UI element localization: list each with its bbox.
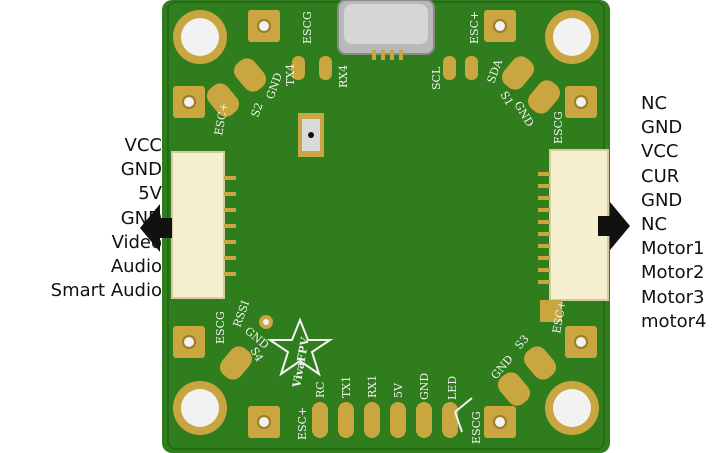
- silk-scl: SCL: [430, 66, 443, 90]
- vivafpv-star-logo: [266, 317, 334, 377]
- solder-pad: [527, 80, 561, 114]
- solder-pad: [312, 402, 328, 438]
- solder-pad: [338, 402, 354, 438]
- solder-pad: [364, 402, 380, 438]
- solder-pad: [390, 402, 406, 438]
- solder-pad: [443, 56, 456, 80]
- right-pin-label: VCC: [641, 141, 679, 163]
- esc-pad: [484, 10, 516, 42]
- right-pin-label: NC: [641, 93, 668, 114]
- rssi-pad: [259, 315, 273, 329]
- silk-esc-plus-right: ESC+: [550, 300, 569, 335]
- right-pin-label: GND: [641, 117, 683, 139]
- solder-pad: [219, 346, 253, 380]
- esc-pad: [173, 326, 205, 358]
- right-pin-label: GND: [641, 189, 683, 211]
- silk-rc: RC: [314, 381, 327, 398]
- silk-marks: [454, 397, 473, 433]
- silk-escg-bottom: ESCG: [470, 411, 483, 444]
- esc-pad: [248, 10, 280, 42]
- mounting-hole: [173, 10, 227, 64]
- mounting-hole: [173, 381, 227, 435]
- left-connector-pin-labels: VCC GND 5V GND Video Audio Smart Audio: [51, 134, 162, 303]
- solder-pad: [292, 56, 305, 80]
- smd-component: [298, 113, 324, 157]
- silk-s4: S4: [247, 345, 266, 364]
- silk-escg-right: ESCG: [552, 111, 565, 144]
- solder-pad: [442, 402, 458, 438]
- esc-pad: [173, 86, 205, 118]
- silk-tx4: TX4: [284, 64, 297, 86]
- left-pin-label: 5V: [138, 183, 162, 205]
- esc-pad: [248, 406, 280, 438]
- mounting-hole: [545, 10, 599, 64]
- right-pin-label: Motor1: [641, 238, 705, 260]
- right-pin-label: Motor3: [641, 286, 705, 308]
- right-pin-label: NC: [641, 214, 668, 236]
- silk-esc-plus-bottom: ESC+: [296, 407, 309, 440]
- solder-pad: [465, 56, 478, 80]
- right-pin-label: CUR: [641, 165, 680, 187]
- left-pin-label: Audio: [110, 256, 162, 278]
- silk-esc-plus-top: ESC+: [468, 11, 481, 44]
- esc-pad: [565, 326, 597, 358]
- solder-pad: [497, 372, 531, 406]
- silk-s2: S2: [249, 101, 266, 119]
- left-pin-label: GND: [120, 159, 162, 181]
- silk-esc-plus-left: ESC+: [212, 102, 231, 137]
- esc-pad: [565, 86, 597, 118]
- silk-tx1: TX1: [340, 376, 353, 398]
- solder-pad: [233, 58, 267, 92]
- silk-escg-top: ESCG: [301, 11, 314, 44]
- left-arrow-icon: [140, 204, 172, 252]
- silk-s1: S1: [497, 89, 516, 108]
- right-pin-label: motor4: [641, 310, 707, 332]
- left-pin-label: Smart Audio: [50, 280, 162, 302]
- solder-pad: [206, 83, 240, 117]
- solder-pad: [416, 402, 432, 438]
- silk-gnd-bottom: GND: [418, 373, 431, 400]
- silk-rx4: RX4: [337, 65, 350, 88]
- silk-rx1: RX1: [366, 375, 379, 398]
- left-pin-label: VCC: [124, 135, 162, 156]
- esc-pad: [484, 406, 516, 438]
- right-pin-label: Motor2: [641, 262, 705, 284]
- silk-led: LED: [446, 376, 459, 400]
- usb-connector: [337, 0, 435, 60]
- right-arrow-icon: [598, 202, 630, 250]
- mounting-hole: [545, 381, 599, 435]
- silk-escg-left-bottom: ESCG: [214, 311, 227, 344]
- solder-pad: [501, 56, 535, 90]
- solder-pad: [523, 346, 557, 380]
- silk-5v: 5V: [392, 382, 405, 398]
- solder-pad: [319, 56, 332, 80]
- right-connector-pin-labels: NC GND VCC CUR GND NC Motor1 Motor2 Moto…: [641, 92, 706, 334]
